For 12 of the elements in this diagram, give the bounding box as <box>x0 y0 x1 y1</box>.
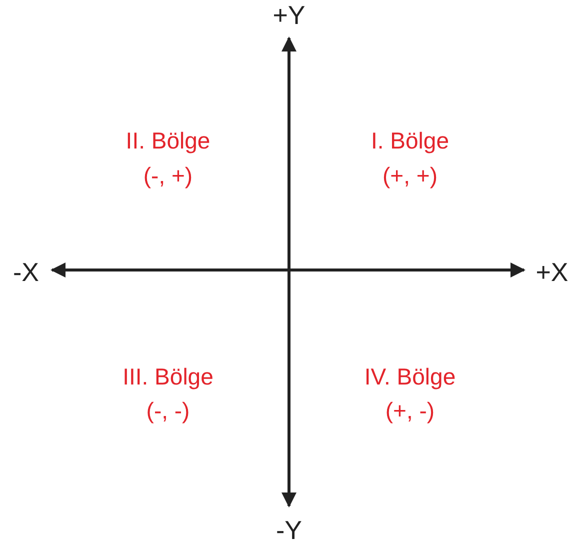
axis-label: +X <box>536 259 568 285</box>
quadrant-name: I. Bölge <box>371 130 449 152</box>
axis-label: -X <box>13 259 39 285</box>
sign-pair: (-, +) <box>143 164 193 188</box>
quadrant-name: III. Bölge <box>122 366 214 388</box>
axis-label: -Y <box>276 517 302 543</box>
sign-pair: (+, +) <box>382 164 438 188</box>
sign-pair: (+, -) <box>385 400 435 422</box>
quadrant-name: II. Bölge <box>126 130 210 152</box>
axis-label: +Y <box>272 2 306 28</box>
sign-pair: (-, -) <box>146 400 190 422</box>
quadrant-name: IV. Bölge <box>364 366 456 388</box>
